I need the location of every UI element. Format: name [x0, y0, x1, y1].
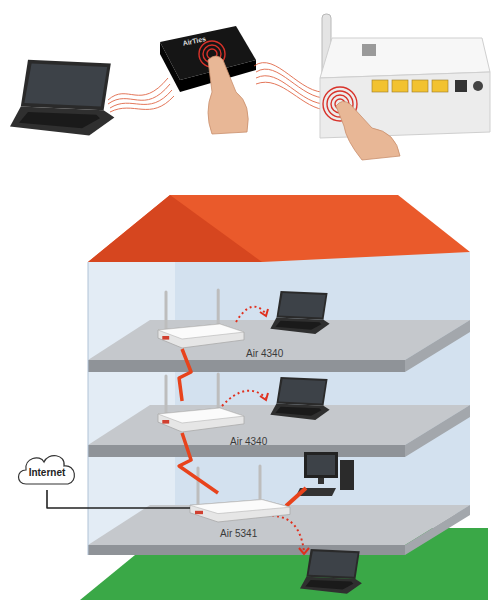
port: [455, 80, 467, 92]
router-logo: [362, 44, 376, 56]
hand: [208, 56, 248, 134]
router-top: [158, 408, 244, 423]
device-model: Air 4340: [246, 348, 283, 359]
laptop: [270, 291, 329, 334]
router-shape: [158, 402, 244, 432]
roof-gable: [88, 195, 262, 262]
device-model: Air 5341: [220, 528, 257, 539]
roof: [88, 195, 470, 262]
router-shape: [158, 318, 244, 348]
router-top: [190, 500, 290, 514]
internet-cloud: Internet: [14, 448, 80, 490]
antenna: [165, 292, 168, 330]
router-logo: [195, 511, 203, 514]
router-body: [158, 324, 244, 348]
router-device: Air 4340: [158, 402, 244, 432]
router-top: [320, 38, 490, 78]
laptop: [270, 377, 329, 420]
router-logo: [162, 420, 169, 424]
hand: [336, 101, 400, 160]
power-jack: [473, 81, 483, 91]
antenna: [165, 376, 168, 414]
laptop: [10, 60, 114, 136]
router-top: [158, 324, 244, 339]
router-device: Air 4340: [158, 318, 244, 348]
powerline-link: [179, 349, 191, 401]
router-body: [190, 500, 290, 522]
antenna: [217, 374, 220, 410]
laptop: [300, 549, 362, 594]
wireless-waves: [254, 63, 328, 110]
antenna: [217, 290, 220, 326]
wall-edge: [88, 262, 89, 555]
lan-ports: [372, 80, 448, 92]
adapter-side: [160, 42, 180, 92]
network-cable: [47, 490, 190, 508]
router-device: Air 5341: [190, 494, 290, 522]
router-logo: [162, 336, 169, 340]
router-shape: [190, 494, 290, 522]
link-arrowhead: [260, 309, 309, 554]
ethernet-cable: [286, 488, 306, 506]
antenna: [197, 468, 200, 506]
house-wall: [88, 252, 470, 555]
antenna: [259, 466, 262, 502]
router-body: [158, 408, 244, 432]
device-model: Air 4340: [230, 436, 267, 447]
cloud-label: Internet: [14, 448, 80, 490]
wireless-waves: [108, 78, 174, 112]
